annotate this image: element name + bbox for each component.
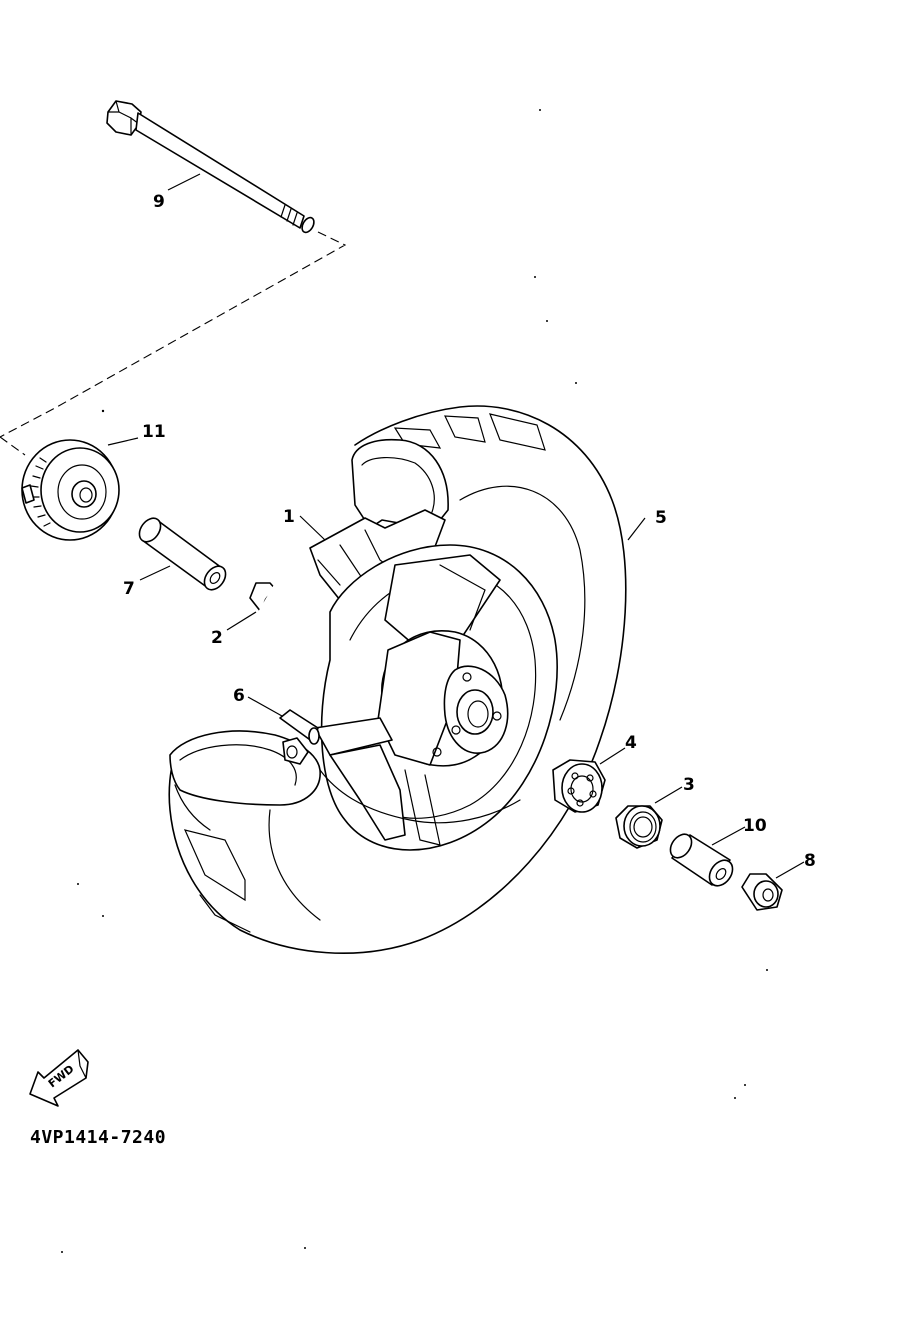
collar-right (741, 873, 783, 911)
callout-labels: 9 11 1 5 7 2 6 4 3 10 8 (123, 192, 816, 871)
speedometer-gear-unit (21, 439, 120, 541)
callout-4: 4 (625, 733, 637, 753)
axle-bolt (106, 100, 315, 234)
callout-5: 5 (655, 508, 667, 528)
spacer-short (669, 833, 734, 887)
callout-11: 11 (142, 422, 166, 442)
spacer-long (138, 517, 227, 591)
fwd-arrow-icon: FWD (29, 1049, 89, 1107)
callout-9: 9 (153, 192, 165, 212)
callout-8: 8 (804, 851, 816, 871)
callout-2: 2 (211, 628, 223, 648)
callout-1: 1 (283, 507, 295, 527)
callout-3: 3 (683, 775, 695, 795)
callout-10: 10 (743, 816, 767, 836)
leader-lines (107, 173, 805, 879)
bearing-large (552, 759, 606, 813)
drawing-code: 4VP1414-7240 (30, 1127, 167, 1148)
callout-6: 6 (233, 686, 245, 706)
valve-stem (279, 709, 320, 765)
scan-specks (61, 109, 768, 1253)
axle-centerline (0, 231, 347, 456)
bearing-small (615, 805, 663, 849)
callout-7: 7 (123, 579, 135, 599)
cast-wheel-rim (169, 438, 558, 851)
